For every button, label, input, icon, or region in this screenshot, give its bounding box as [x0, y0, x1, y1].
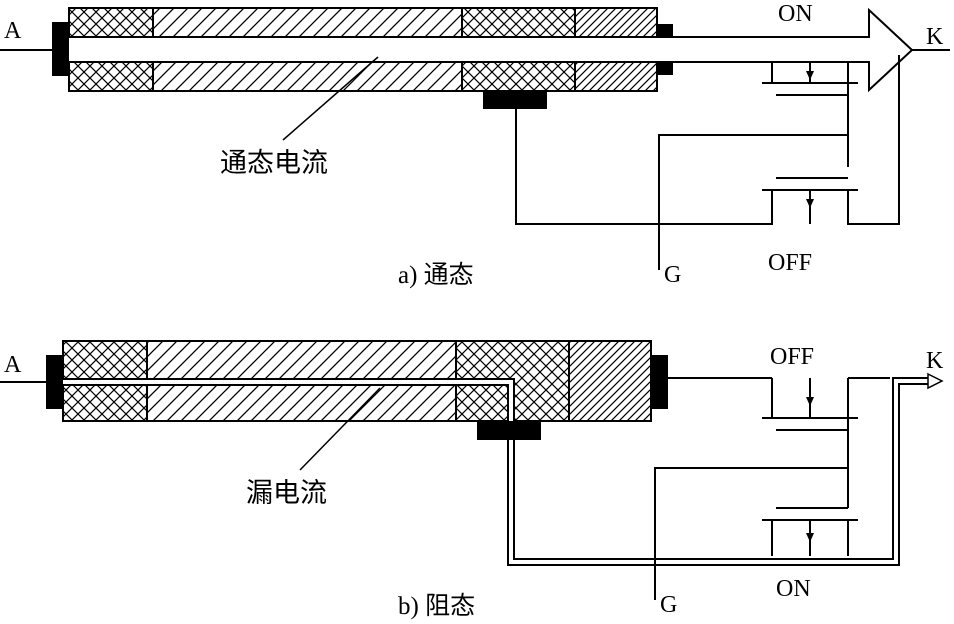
leakage-arrow-icon: [927, 372, 944, 390]
panel-a-on-state: A K G ON OFF 通态电流 a) 通态: [0, 1, 950, 289]
gate-label-a: G: [664, 262, 681, 288]
panel-b-blocking-state: A K G OFF ON 漏电流 b) 阻态: [0, 340, 944, 620]
caption-b: b) 阻态: [398, 592, 475, 620]
anode-contact-b: [46, 355, 63, 409]
mosfet-top-b: [762, 378, 858, 431]
switch-top-state-b: OFF: [770, 344, 814, 370]
device-body-lower-a: [68, 61, 658, 92]
anode-label-b: A: [4, 352, 22, 378]
gate-contact-a: [483, 91, 547, 109]
switch-top-state-a: ON: [778, 1, 813, 27]
current-label-a: 通态电流: [220, 148, 328, 178]
device-body-upper-a: [68, 7, 658, 38]
anode-label-a: A: [4, 18, 22, 44]
mosfet-bottom-a-arrow-icon: [806, 199, 814, 208]
anode-contact-a: [52, 22, 69, 76]
mosfet-bottom-a: [762, 177, 858, 224]
caption-a: a) 通态: [398, 261, 474, 289]
mosfet-top-a-arrow-icon: [806, 71, 814, 80]
cathode-contact-a-bottom: [657, 62, 673, 75]
switch-bottom-state-a: OFF: [768, 250, 812, 276]
cathode-label-a: K: [926, 24, 944, 50]
current-label-leader-b: [299, 387, 381, 471]
mosfet-bottom-b-arrow-icon: [806, 533, 814, 542]
mosfet-top-b-arrow-icon: [806, 397, 814, 406]
switch-bottom-state-b: ON: [776, 576, 811, 602]
gate-label-b: G: [660, 592, 677, 618]
current-label-leader-a: [282, 56, 379, 141]
cathode-contact-a-top: [657, 24, 673, 37]
mosfet-bottom-b: [762, 507, 858, 556]
gate-circuit-b: [654, 377, 890, 600]
cathode-label-b: K: [926, 348, 944, 374]
current-label-b: 漏电流: [246, 478, 327, 508]
cathode-contact-b: [651, 355, 668, 409]
gate-contact-b: [477, 421, 541, 440]
